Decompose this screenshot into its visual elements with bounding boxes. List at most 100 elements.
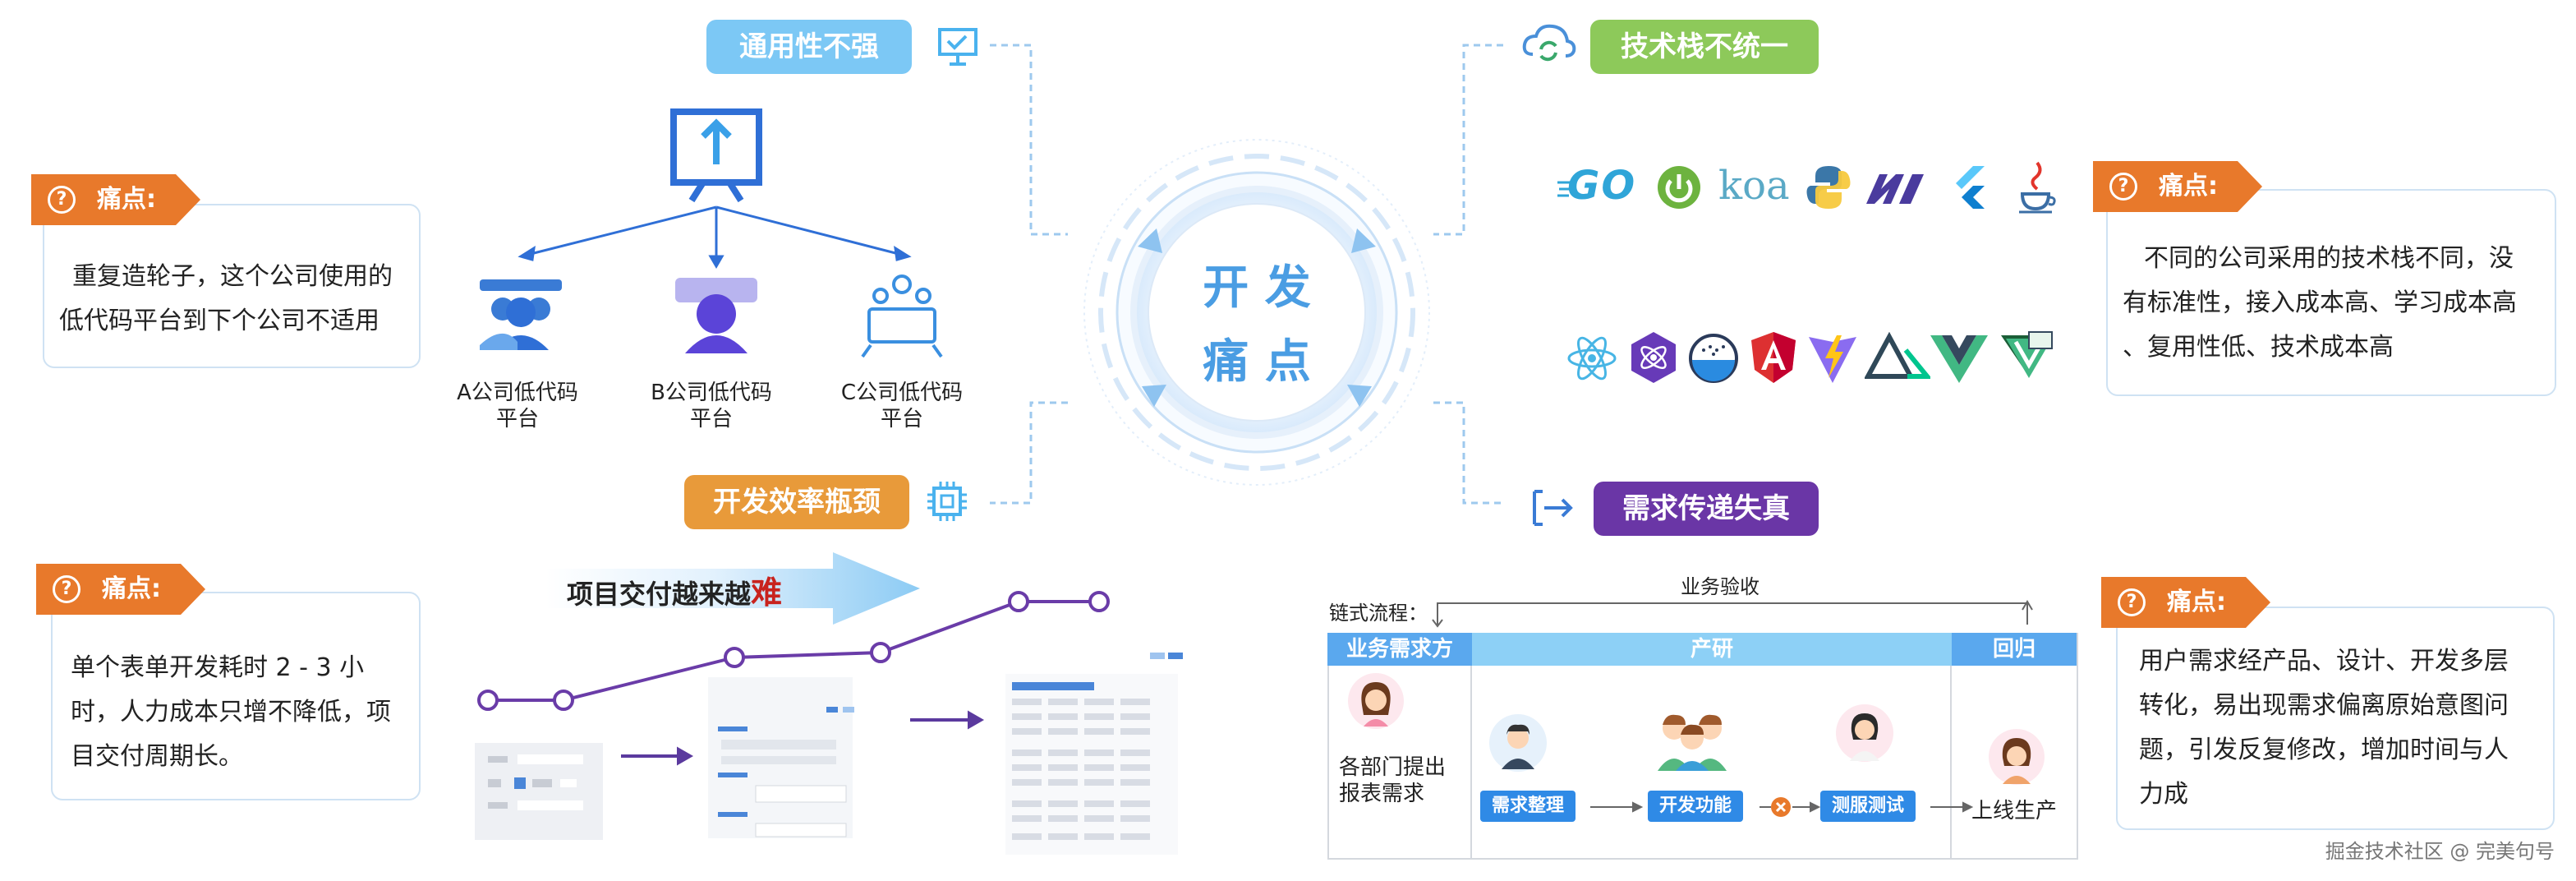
step-test: 测服测试 xyxy=(1820,791,1916,822)
vuetify-logo-icon xyxy=(2001,331,2053,378)
delivery-title-emphasis: 难 xyxy=(751,574,783,611)
platform-a-label: A公司低代码 平台 xyxy=(444,380,591,432)
final-step: 上线生产 xyxy=(1971,799,2058,823)
transfer-icon xyxy=(1533,490,1573,526)
pain-tag-bottom-right: ? 痛点: xyxy=(2101,577,2270,628)
spring-boot-logo-icon xyxy=(1658,166,1700,209)
developers-avatar xyxy=(1658,714,1727,771)
presentation-check-icon xyxy=(938,28,978,66)
pain-card-top-left xyxy=(43,204,421,368)
requester-text-line: 报表需求 xyxy=(1339,782,1425,806)
pain-label: 痛点: xyxy=(2159,172,2218,201)
pain-label: 痛点: xyxy=(2167,588,2226,616)
vue-logo-icon xyxy=(1930,335,1988,383)
platform-label-line: 平台 xyxy=(689,407,733,431)
pain-text-line: 时，人力成本只增不降低，项 xyxy=(71,698,391,726)
pain-text-line: 不同的公司采用的技术栈不同，没 xyxy=(2144,244,2514,273)
go-logo-icon: GO xyxy=(1567,163,1637,209)
analyst-avatar xyxy=(1489,714,1547,772)
badge-efficiency: 开发效率瓶颈 xyxy=(684,475,909,529)
pain-text-line: 重复造轮子，这个公司使用的 xyxy=(72,262,393,291)
center-circle-graphic xyxy=(1083,139,1430,486)
pain-text-top-left: 重复造轮子，这个公司使用的 低代码平台到下个公司不适用 xyxy=(59,255,393,344)
medium-form-mock xyxy=(708,677,854,838)
pain-text-line: 转化，易出现需求偏离原始意图问 xyxy=(2139,691,2509,720)
platform-c-label: C公司低代码 平台 xyxy=(828,380,976,432)
lane-rnd: 产研 xyxy=(1472,633,1952,666)
complex-form-mock xyxy=(1005,653,1183,855)
chip-icon xyxy=(927,482,967,521)
question-icon: ? xyxy=(2118,588,2146,616)
lane-regression: 回归 xyxy=(1952,633,2077,666)
platform-label-line: 平台 xyxy=(880,407,923,431)
badge-requirement: 需求传递失真 xyxy=(1594,482,1819,536)
center-title-line1: 开 发 xyxy=(1203,261,1311,315)
pain-text-line: 题，引发反复修改，增加时间与人 xyxy=(2139,736,2509,764)
step-organize: 需求整理 xyxy=(1480,791,1576,822)
java-logo-icon xyxy=(2019,161,2056,214)
pain-text-line: 低代码平台到下个公司不适用 xyxy=(59,307,380,335)
platform-label-line: A公司低代码 xyxy=(457,381,578,405)
platform-label-line: B公司低代码 xyxy=(651,381,772,405)
flow-arrows xyxy=(1590,797,1974,817)
team-b-icon xyxy=(675,278,757,353)
pain-card-bottom-right xyxy=(2116,607,2555,830)
badge-generic: 通用性不强 xyxy=(706,20,912,74)
pain-label: 痛点: xyxy=(97,185,156,214)
step-develop: 开发功能 xyxy=(1648,791,1743,822)
vite-logo-icon xyxy=(1809,335,1856,383)
requester-text-line: 各部门提出 xyxy=(1339,755,1447,780)
flutter-logo-icon xyxy=(1956,166,1985,209)
center-title-line2: 痛 点 xyxy=(1203,335,1311,389)
react-logo-icon xyxy=(1567,336,1617,381)
watermark: 掘金技术社区 @ 完美句号 xyxy=(2325,840,2555,863)
angular-logo-icon xyxy=(1751,332,1796,383)
lane-business: 业务需求方 xyxy=(1327,633,1472,666)
platform-tree-graphic xyxy=(480,108,943,358)
nuxt-logo-icon xyxy=(1865,332,1930,379)
platform-label-line: 平台 xyxy=(495,407,539,431)
lane-divider xyxy=(1950,666,1952,858)
chain-label: 链式流程： xyxy=(1329,602,1428,625)
preact-logo-icon xyxy=(1631,332,1676,383)
pain-text-line: 有标准性，接入成本高、学习成本高 xyxy=(2123,288,2517,317)
team-c-icon xyxy=(861,274,943,358)
rice-bowl-logo-icon xyxy=(1689,334,1738,383)
form-evolution-graphic xyxy=(475,653,1183,855)
question-icon: ? xyxy=(53,575,80,603)
lane-divider xyxy=(1470,666,1472,858)
pain-text-bottom-right: 用户需求经产品、设计、开发多层 转化，易出现需求偏离原始意图问 题，引发反复修改… xyxy=(2139,639,2509,817)
pain-tag-bottom-left: ? 痛点: xyxy=(36,564,205,615)
release-avatar xyxy=(1989,729,2045,785)
delivery-difficulty-line xyxy=(477,591,1110,711)
delivery-title-text: 项目交付越来越 xyxy=(567,579,752,610)
team-a-icon xyxy=(480,279,562,350)
pain-text-top-right: 不同的公司采用的技术栈不同，没 有标准性，接入成本高、学习成本高 、复用性低、技… xyxy=(2123,237,2517,370)
python-logo-icon xyxy=(1806,166,1851,209)
requester-avatar xyxy=(1348,673,1404,729)
presentation-board-icon xyxy=(670,108,762,203)
pain-text-line: 、复用性低、技术成本高 xyxy=(2123,333,2394,362)
acceptance-bracket xyxy=(1432,600,2033,628)
delivery-title: 项目交付越来越难 xyxy=(567,567,782,612)
pain-card-top-right xyxy=(2106,189,2556,396)
pain-label: 痛点: xyxy=(102,574,161,603)
delivery-arrow-banner xyxy=(545,552,920,625)
nest-logo-icon xyxy=(1866,174,1924,204)
pain-text-line: 力成 xyxy=(2139,780,2188,809)
speed-lines-icon xyxy=(1557,181,1571,197)
koa-logo-icon: koa xyxy=(1718,163,1790,209)
pain-text-line: 单个表单开发耗时 2 - 3 小 xyxy=(71,653,365,682)
simple-form-mock xyxy=(475,743,603,840)
requester-text: 各部门提出 报表需求 xyxy=(1339,754,1446,807)
pain-text-line: 用户需求经产品、设计、开发多层 xyxy=(2139,647,2509,676)
cloud-sync-icon xyxy=(1522,24,1576,62)
question-icon: ? xyxy=(48,186,76,214)
pain-card-bottom-left xyxy=(51,592,421,800)
platform-b-label: B公司低代码 平台 xyxy=(637,380,785,432)
acceptance-label: 业务验收 xyxy=(1681,575,1760,598)
tester-avatar xyxy=(1836,704,1893,762)
flow-panel xyxy=(1327,633,2078,860)
platform-label-line: C公司低代码 xyxy=(840,381,964,405)
